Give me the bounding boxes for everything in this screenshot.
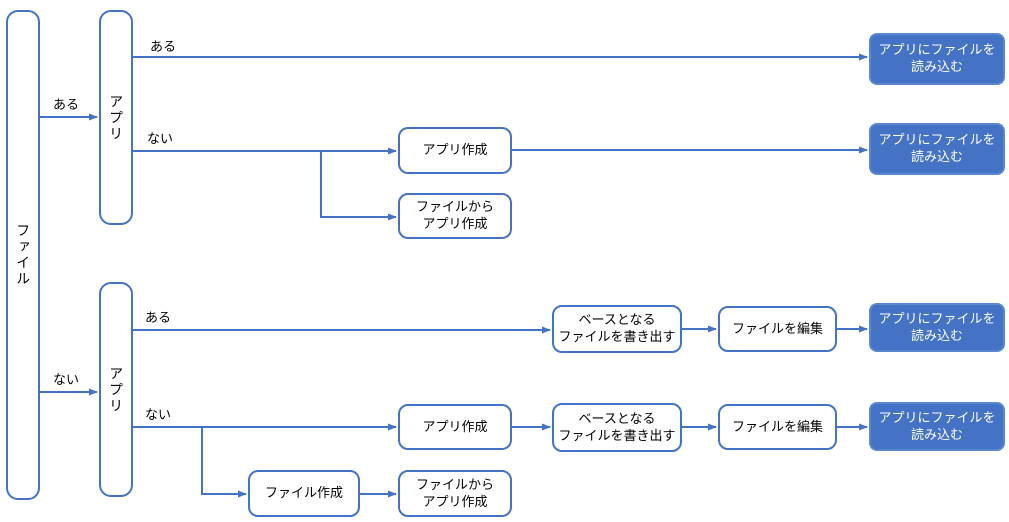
node-load-file-4: アプリにファイルを 読み込む: [869, 402, 1005, 451]
node-app-top: アプリ: [99, 10, 133, 225]
label-app-top-none: ない: [147, 131, 174, 146]
node-create-file: ファイル作成: [248, 470, 360, 517]
node-edit-file-1: ファイルを編集: [718, 306, 837, 352]
node-file: ファイル: [6, 10, 40, 500]
label-app-bottom-none: ない: [145, 407, 172, 422]
node-app-from-file-top: ファイルから アプリ作成: [398, 193, 512, 239]
label-app-top-has: ある: [150, 39, 177, 54]
label-file-has: ある: [53, 97, 80, 112]
node-edit-file-2: ファイルを編集: [718, 404, 837, 450]
node-create-app-bottom: アプリ作成: [398, 404, 512, 450]
label-file-none: ない: [53, 372, 80, 387]
node-load-file-2: アプリにファイルを 読み込む: [869, 123, 1005, 175]
edge-branch-to-app-from-file-top: [320, 151, 397, 221]
node-load-file-3: アプリにファイルを 読み込む: [869, 303, 1005, 352]
node-export-base-2: ベースとなる ファイルを書き出す: [552, 403, 682, 452]
label-app-bottom-has: ある: [145, 310, 172, 325]
node-export-base-1: ベースとなる ファイルを書き出す: [552, 305, 682, 353]
node-create-app-top: アプリ作成: [398, 127, 512, 174]
node-load-file-1: アプリにファイルを 読み込む: [869, 33, 1005, 85]
node-app-from-file-bottom: ファイルから アプリ作成: [398, 470, 512, 517]
node-app-bottom: アプリ: [99, 282, 133, 497]
edge-branch-to-create-file: [201, 427, 247, 498]
